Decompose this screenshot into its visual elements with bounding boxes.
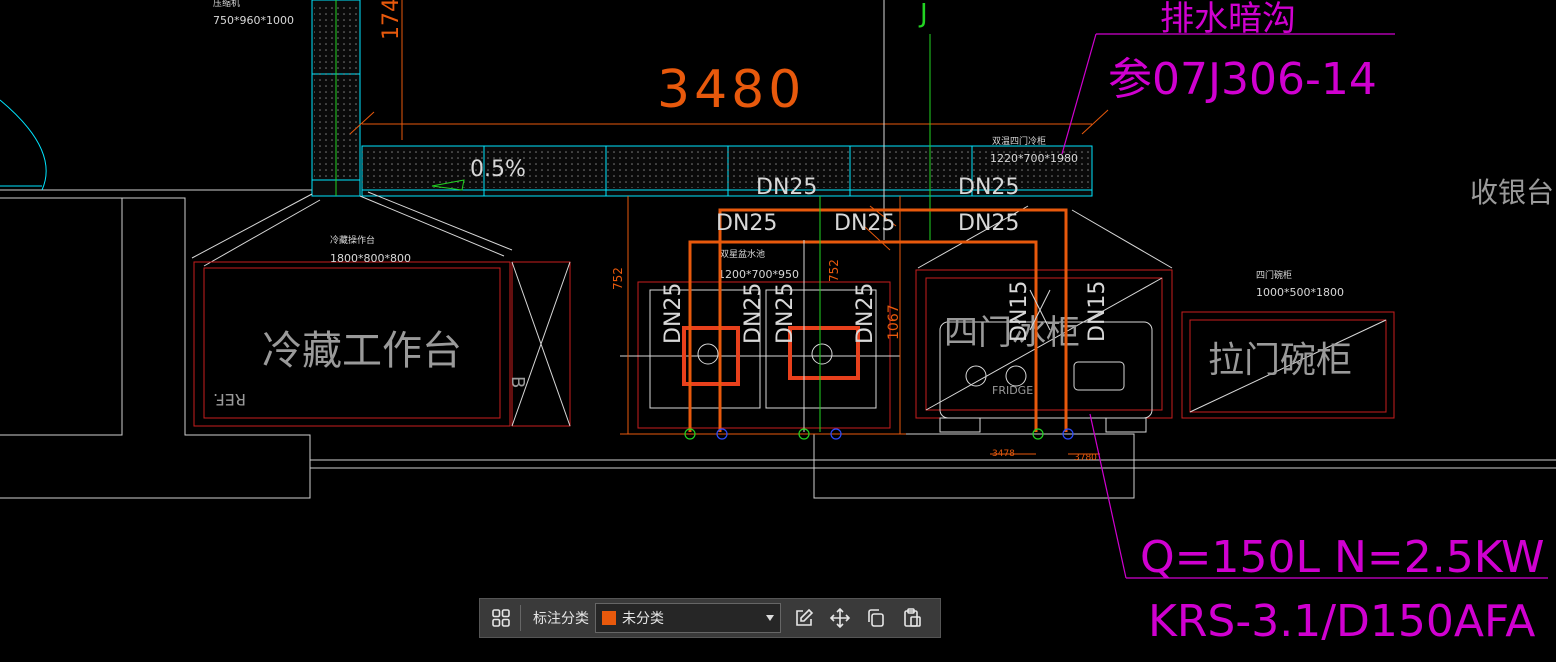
dn25-vert-1: DN25 [661,283,686,344]
cashier-label: 收银台 [1470,176,1554,209]
cabinet-top-label: 双温四门冷柜 [992,135,1046,147]
chevron-down-icon [766,615,774,621]
grid-icon[interactable] [488,605,514,631]
walls-bottom [310,433,1556,499]
trench-horizontal [361,145,1093,197]
pipe-dim-lines [620,196,1100,455]
dn25-mid-2: DN25 [834,211,895,236]
category-select[interactable]: 未分类 [595,603,781,633]
dn15-vert-2: DN15 [1085,281,1110,342]
toolbar-actions [791,605,925,631]
sink-label: 双星盆水池 [720,248,765,260]
move-icon[interactable] [827,605,853,631]
dim-752-left: 752 [611,267,625,290]
dn25-mid-3: DN25 [958,211,1019,236]
sliding-cabinet-spec: 1000*500*1800 [1256,286,1344,299]
paste-icon[interactable] [899,605,925,631]
category-color-swatch [602,611,616,625]
annotation-toolbar: 标注分类 未分类 [479,598,941,638]
edit-icon[interactable] [791,605,817,631]
dim-3480: 3480 [657,60,805,120]
cold-bench-spec-label: 冷藏操作台 [330,234,375,246]
trench-note: 排水暗沟 [1160,0,1296,39]
compressor-spec: 750*960*1000 [213,14,294,27]
cold-bench-spec: 1800*800*800 [330,252,411,265]
cabinet-top-spec: 1220*700*1980 [990,152,1078,165]
model-spec: KRS-3.1/D150AFA [1148,596,1535,647]
flow-spec: Q=150L N=2.5KW [1140,532,1545,583]
dn25-mid-1: DN25 [716,211,777,236]
walls-left [0,0,361,499]
dn25-top-1: DN25 [756,175,817,200]
sliding-cabinet-spec-label: 四门碗柜 [1256,269,1292,281]
dim-174: 174 [379,0,404,40]
dim-1067: 1067 [886,304,902,340]
sink-drain-highlight-right[interactable] [788,326,860,380]
compressor-label: 压缩机 [213,0,240,9]
four-door-fridge-label: 四门冰柜 [944,313,1080,353]
slope-label: 0.5% [470,157,526,182]
dim-line-3480 [349,0,1109,140]
dim-752-right: 752 [827,259,841,282]
dn25-top-2: DN25 [958,175,1019,200]
trench-ref: 参07J306-14 [1108,54,1377,105]
sink-drain-highlight-left[interactable] [682,326,740,386]
pipes-orange [688,208,1068,432]
double-sink [620,281,900,429]
cold-bench-label: 冷藏工作台 [262,328,462,374]
sliding-cabinet [1181,311,1395,419]
dn25-vert-4: DN25 [853,283,878,344]
fridge-ref: FRIDGE [992,384,1033,397]
dn25-vert-2: DN25 [741,283,766,344]
equipment-note-leader [1089,413,1548,579]
dn25-vert-3: DN25 [773,283,798,344]
dn15-vert-1: DN15 [1007,281,1032,342]
copy-icon[interactable] [863,605,889,631]
four-door-fridge [915,205,1173,433]
pipe-endpoints [684,428,1074,440]
toolbar-separator [520,605,521,631]
ref-label: REF. [213,390,246,409]
trench-note-leader [1061,33,1395,155]
dim-3780: 3780 [1074,453,1097,463]
sliding-cabinet-label: 拉门碗柜 [1208,340,1352,381]
door-arc [0,99,47,191]
dim-3478: 3478 [992,449,1015,459]
category-select-value: 未分类 [622,611,664,627]
sink-spec: 1200*700*950 [718,268,799,281]
j-label: J [918,0,928,29]
cold-bench [191,191,571,427]
annotation-category-label: 标注分类 [533,611,589,627]
svg-text:B: B [507,376,528,388]
